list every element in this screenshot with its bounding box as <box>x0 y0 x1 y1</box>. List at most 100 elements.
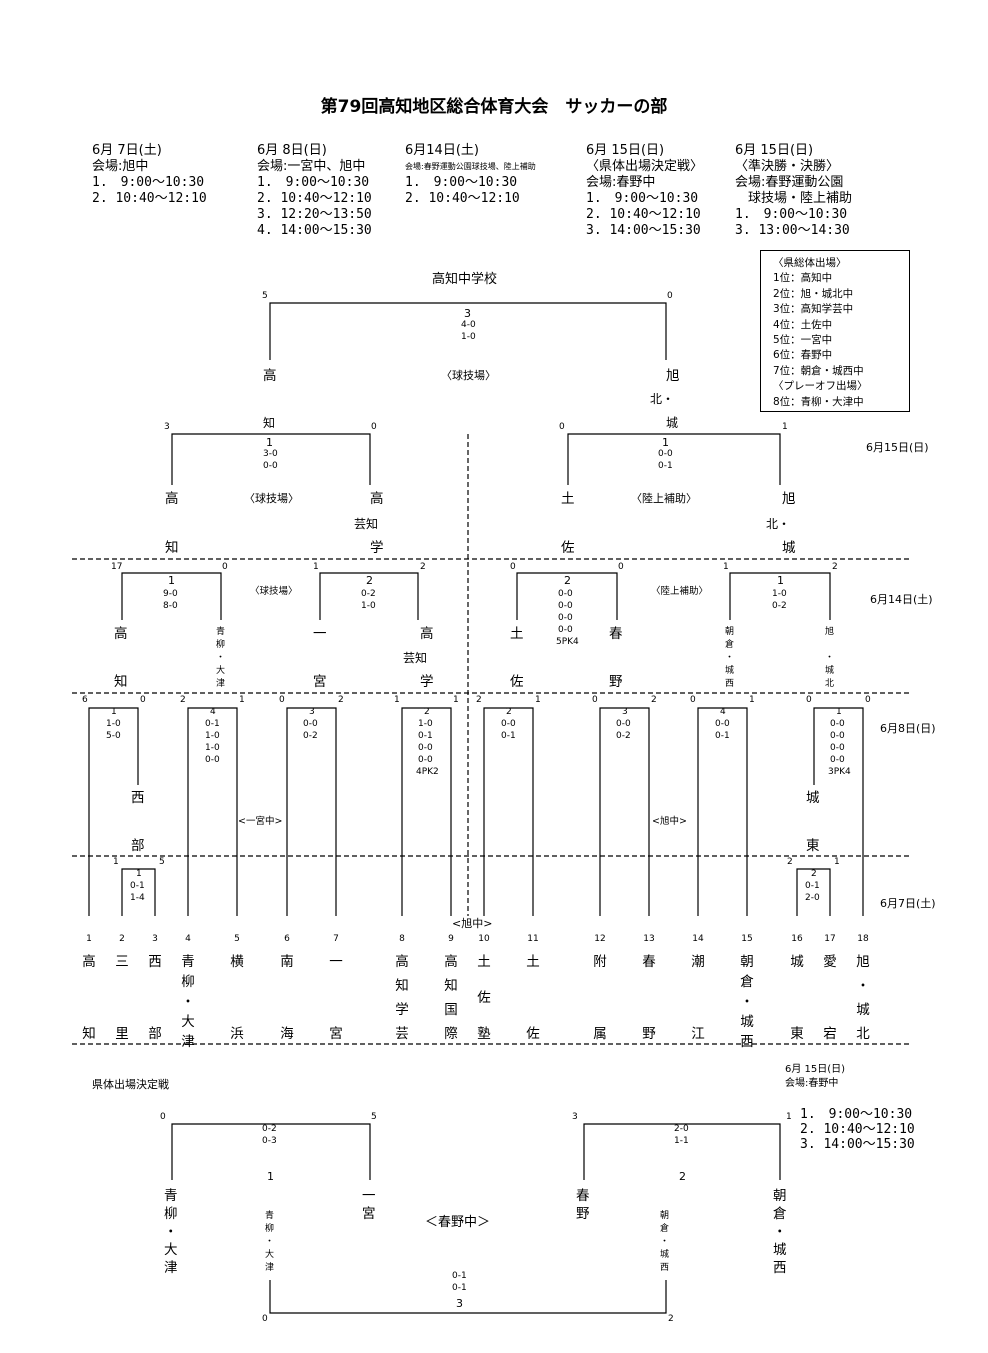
score: 1 <box>749 695 755 705</box>
playoff-time: 2. 10:40～12:10 <box>800 1122 915 1137</box>
venue: 〈球技場〉 <box>250 586 298 597</box>
schedule-date: 6月14日(土) <box>405 143 479 158</box>
score: 1 <box>834 857 840 867</box>
schedule-line: 会場:一宮中、旭中 <box>257 159 366 174</box>
score: 0-0 <box>616 719 631 729</box>
team-name: 一宮 <box>329 954 343 1042</box>
team-name: 一 <box>313 626 327 642</box>
team-name: 朝倉・城西 <box>725 627 735 689</box>
match-no: 1 <box>168 574 175 587</box>
score: 1-0 <box>461 332 476 342</box>
team-name: 学 <box>420 674 434 690</box>
round-date: 6月7日(土) <box>880 897 936 910</box>
legend-row: 4位：土佐中 <box>773 318 833 331</box>
team-number: 14 <box>692 934 704 944</box>
score: 0-0 <box>830 731 845 741</box>
team-number: 1 <box>86 934 92 944</box>
team-name: 西 <box>131 790 145 806</box>
round-date: 6月14日(土) <box>870 593 933 606</box>
schedule-line: 球技場・陸上補助 <box>735 191 853 206</box>
team-name: 青柳・大津 <box>181 954 195 1050</box>
team-name: 三里 <box>115 954 129 1042</box>
schedule-line: 1. 9:00～10:30 <box>92 175 205 190</box>
score: 5-0 <box>106 731 121 741</box>
team-name: 横浜 <box>230 954 244 1042</box>
score: 0 <box>559 422 565 432</box>
schedule-line: 〈県体出場決定戦〉 <box>586 159 704 174</box>
score: 0-1 <box>130 881 145 891</box>
team-number: 4 <box>185 934 191 944</box>
team-name: 朝倉・城西 <box>773 1188 787 1276</box>
schedule-date: 6月 15日(日) <box>735 143 814 158</box>
team-number: 5 <box>234 934 240 944</box>
score: 9-0 <box>163 589 178 599</box>
team-number: 17 <box>824 934 836 944</box>
schedule-line: 3. 12:20～13:50 <box>257 207 372 222</box>
team-name: 土 <box>561 491 575 507</box>
team-name: 春野 <box>642 954 656 1042</box>
score: 2 <box>476 695 482 705</box>
match-no: 1 <box>111 707 117 717</box>
team-name: 部 <box>131 838 145 854</box>
playoff-date: 6月 15日(日) <box>785 1064 846 1075</box>
score: 1-0 <box>106 719 121 729</box>
score: 1 <box>394 695 400 705</box>
venue: 〈陸上補助〉 <box>631 492 697 505</box>
qualifier-legend: 〈県総体出場〉 1位：高知中 2位：旭・城北中 3位：高知学芸中 4位：土佐中 … <box>760 250 910 412</box>
score: 6 <box>82 695 88 705</box>
score: 4PK2 <box>416 767 439 777</box>
team-name: 朝倉・城西 <box>660 1211 670 1273</box>
legend-row: 3位：高知学芸中 <box>773 303 854 316</box>
score: 0 <box>140 695 146 705</box>
playoff-heading: 県体出場決定戦 <box>92 1078 169 1091</box>
score: 0 <box>371 422 377 432</box>
score: 2 <box>651 695 657 705</box>
score: 0 <box>592 695 598 705</box>
venue: 〈陸上補助〉 <box>651 586 709 597</box>
schedule-date: 6月 15日(日) <box>586 143 665 158</box>
schedule-line: 会場:春野中 <box>586 175 656 190</box>
team-number: 9 <box>448 934 454 944</box>
score: 5 <box>262 291 268 301</box>
score: 2 <box>420 562 426 572</box>
score: 1 <box>723 562 729 572</box>
legend-row: 〈県総体出場〉 <box>773 257 847 269</box>
score: 0-1 <box>452 1271 467 1281</box>
schedule-date: 6月 7日(土) <box>92 143 162 158</box>
team-name: 高 <box>114 626 128 642</box>
score: 3-0 <box>263 449 278 459</box>
score: 8-0 <box>163 601 178 611</box>
venue: 〈球技場〉 <box>441 369 496 382</box>
schedule-0: 6月 7日(土) 会場:旭中 1. 9:00～10:30 2. 10:40～12… <box>92 143 207 207</box>
team-name: 西部 <box>148 954 162 1042</box>
team-name: 高知国際 <box>444 954 458 1042</box>
team-name: 高知学芸 <box>395 954 409 1042</box>
legend-row: 7位：朝倉・城西中 <box>773 364 864 377</box>
schedule-line: 3. 14:00～15:30 <box>586 223 701 238</box>
score: 0-1 <box>205 719 220 729</box>
score: 0-0 <box>830 719 845 729</box>
team-name: 旭 <box>782 491 796 507</box>
match-no: 4 <box>720 707 726 717</box>
champion-name: 高知中学校 <box>432 272 498 287</box>
schedule-line: 2. 10:40～12:10 <box>405 191 520 206</box>
legend-row: 5位：一宮中 <box>773 334 833 347</box>
score: 0-3 <box>262 1136 277 1146</box>
playoff-time: 3. 14:00～15:30 <box>800 1137 915 1152</box>
round-date: 6月8日(日) <box>880 722 936 735</box>
schedule-line: 1. 9:00～10:30 <box>586 191 699 206</box>
schedule-line: 2. 10:40～12:10 <box>257 191 372 206</box>
score: 0-2 <box>361 589 376 599</box>
schedule-line: 1. 9:00～10:30 <box>257 175 370 190</box>
team-name: 土佐 <box>526 954 540 1042</box>
score: 0 <box>618 562 624 572</box>
team-name: 高知 <box>82 954 96 1042</box>
score: 4-0 <box>461 320 476 330</box>
schedule-line: 会場:春野運動公園球技場、陸上補助 <box>405 162 536 171</box>
team-name: 北・ <box>650 392 675 406</box>
match-no: 1 <box>777 574 784 587</box>
schedule-line: 〈準決勝・決勝〉 <box>735 159 840 174</box>
team-name: 土佐塾 <box>477 954 491 1042</box>
team-name: 高 <box>370 491 384 507</box>
score: 0-1 <box>805 881 820 891</box>
